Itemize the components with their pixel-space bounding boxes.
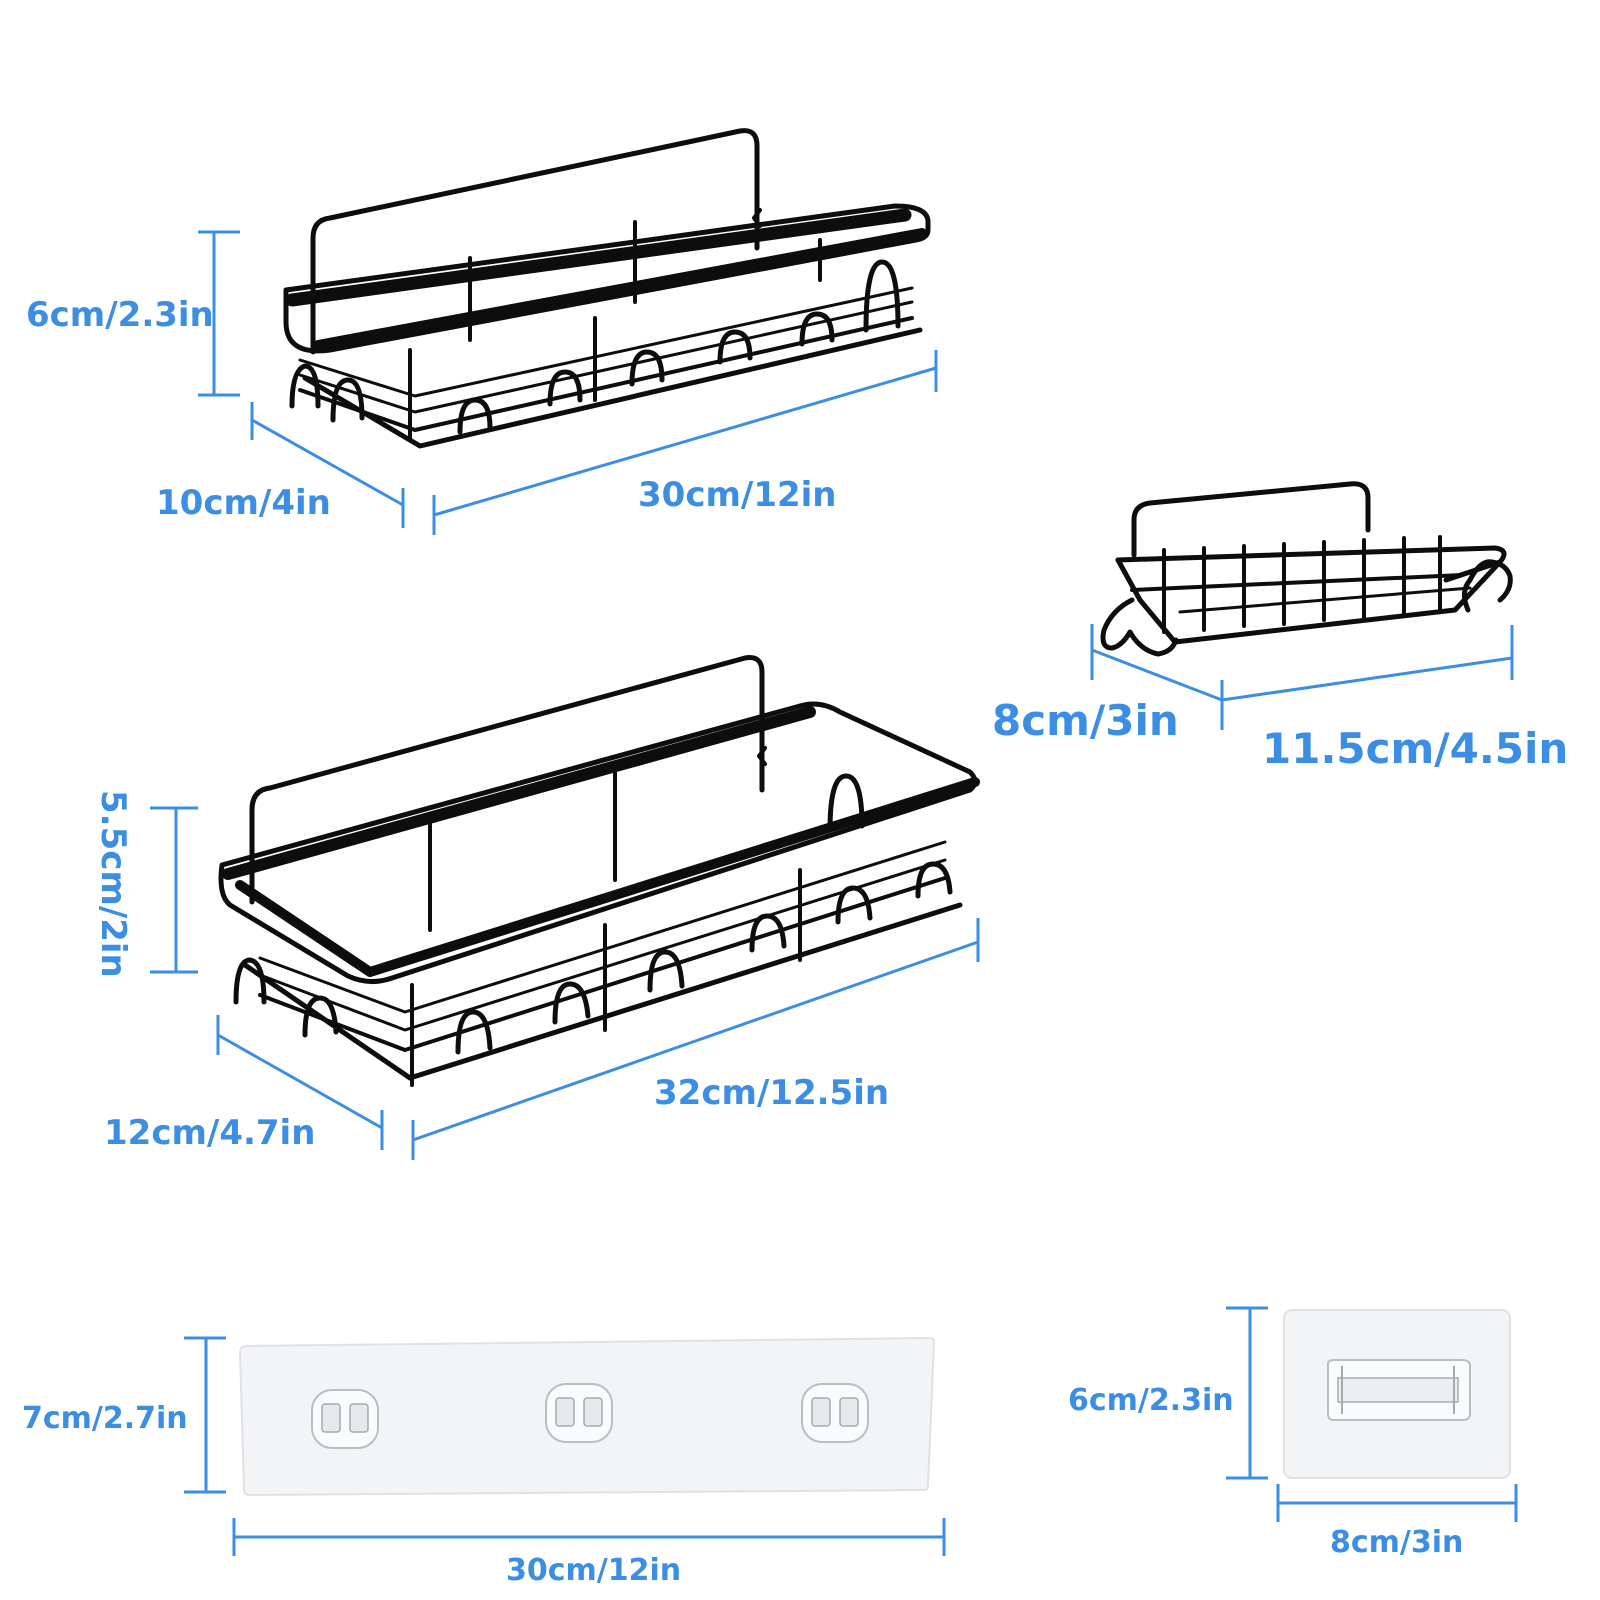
xl-basket-height-label: 5.5cm/2in: [93, 790, 133, 978]
xl-basket-dimension-lines: [150, 806, 980, 1160]
small-pad-width-label: 8cm/3in: [1330, 1525, 1464, 1560]
large-basket-dimension-lines: [198, 230, 938, 535]
soap-dish: [1100, 481, 1513, 657]
shower-caddy-large: [283, 128, 931, 449]
small-pad-height-label: 6cm/2.3in: [1068, 1383, 1234, 1418]
soap-dish-dimension-lines: [1090, 624, 1514, 730]
soap-dish-width-label: 11.5cm/4.5in: [1262, 724, 1569, 773]
long-pad-width-label: 30cm/12in: [506, 1553, 682, 1588]
soap-dish-depth-label: 8cm/3in: [992, 696, 1179, 745]
xl-basket-depth-label: 12cm/4.7in: [104, 1113, 316, 1153]
large-basket-depth-label: 10cm/4in: [156, 483, 331, 523]
large-basket-height-label: 6cm/2.3in: [26, 295, 214, 335]
small-pad-dimension-lines: [1226, 1306, 1518, 1522]
long-pad-dimension-lines: [184, 1336, 946, 1556]
xl-basket-width-label: 32cm/12.5in: [654, 1073, 890, 1113]
shower-caddy-xl: [218, 655, 980, 1087]
long-adhesive-pad: [238, 1336, 936, 1497]
small-adhesive-pad: [1283, 1309, 1511, 1479]
large-basket-width-label: 30cm/12in: [638, 475, 837, 515]
long-pad-height-label: 7cm/2.7in: [22, 1401, 188, 1436]
